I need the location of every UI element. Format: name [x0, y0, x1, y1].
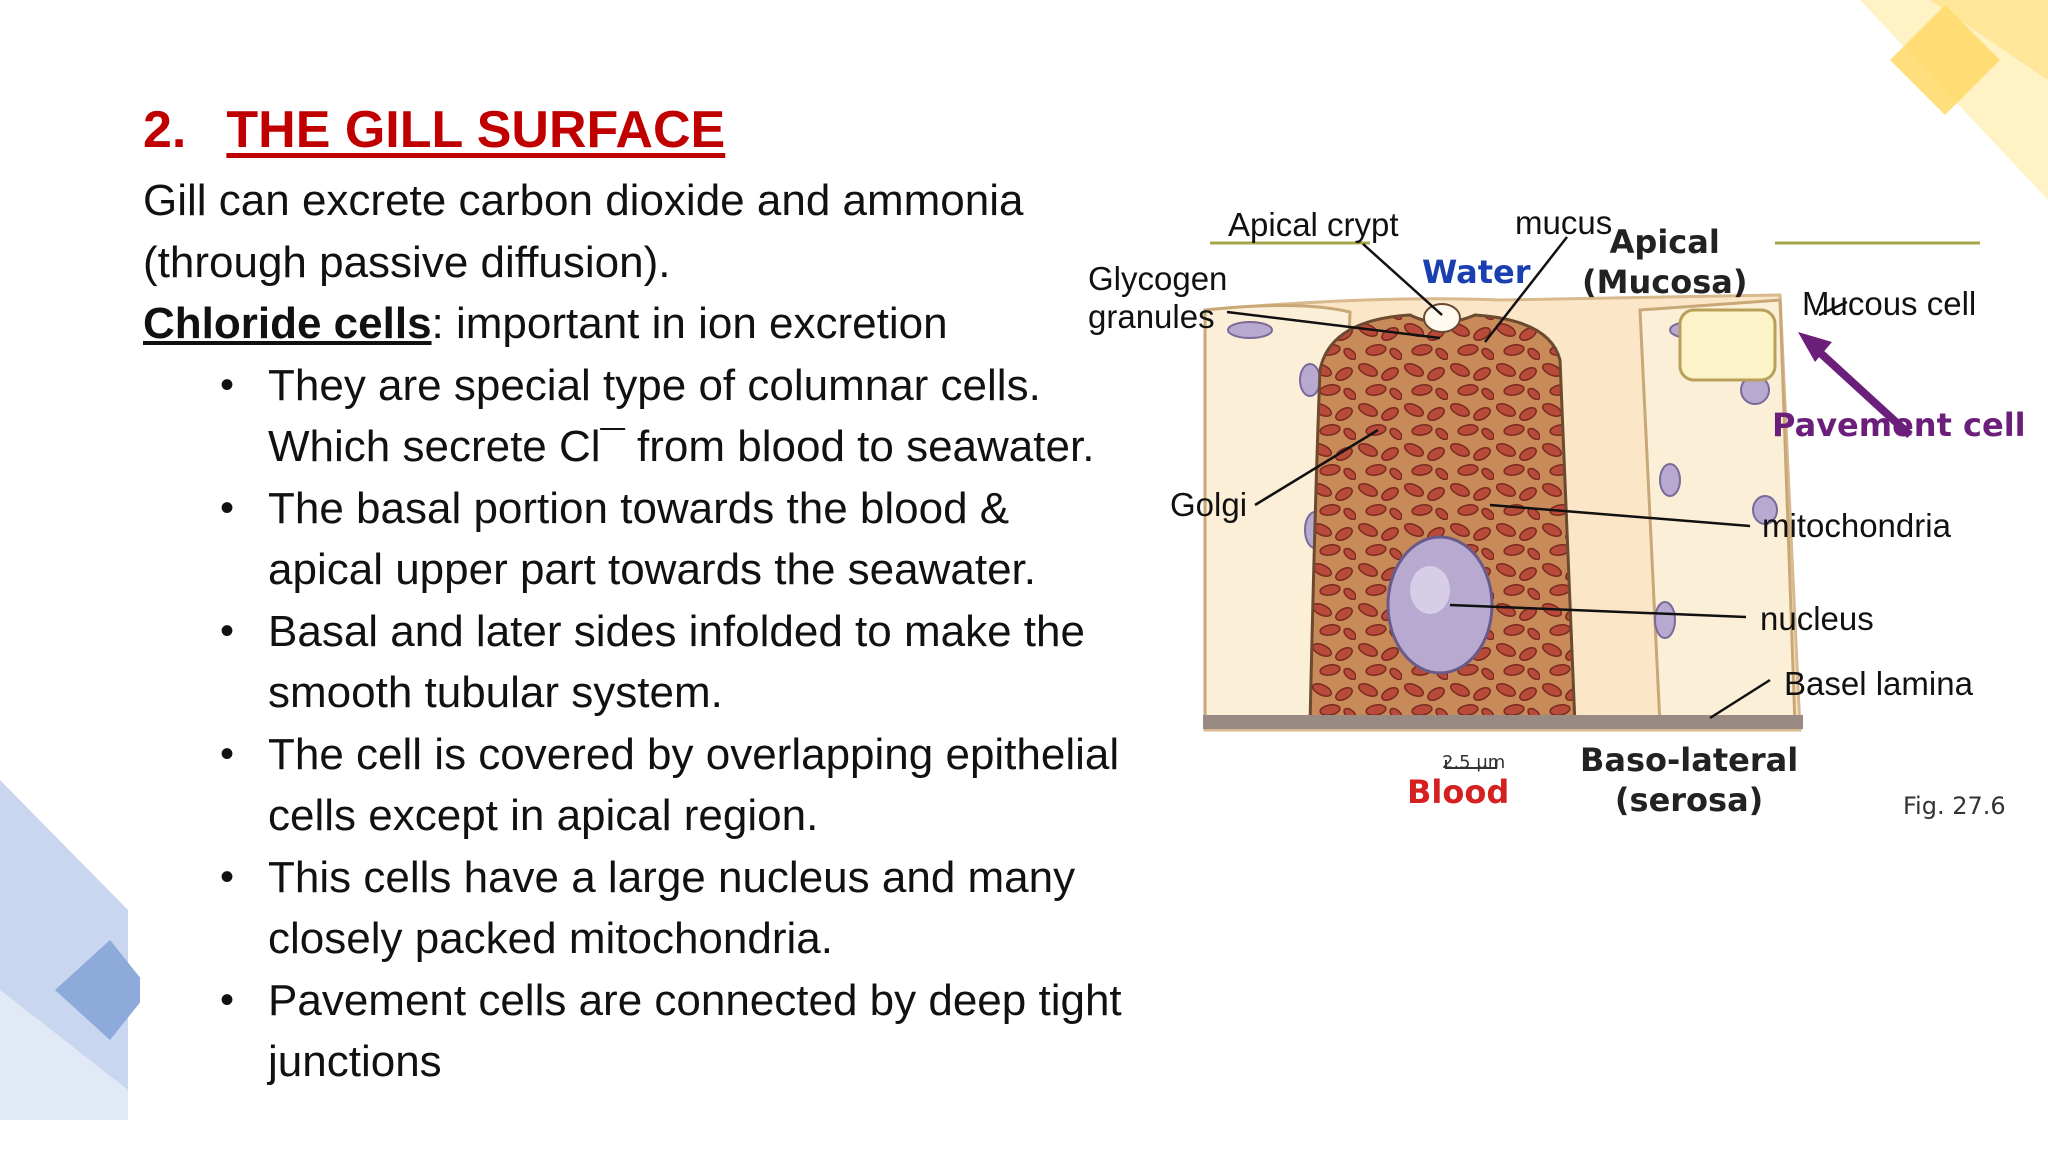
- chloride-cell-illustration: [1203, 236, 1980, 769]
- bottom-left-decoration: [0, 780, 140, 1120]
- bullet-item: Pavement cells are connected by deep tig…: [220, 970, 1193, 1093]
- label-mitochondria: mitochondria: [1762, 507, 1951, 544]
- image-label-scale: 2.5 µm: [1442, 752, 1506, 773]
- chloride-cells-label: Chloride cells: [143, 299, 432, 348]
- label-basel-lamina: Basel lamina: [1784, 665, 1973, 702]
- label-glycogen-granules: Glycogen granules: [1088, 260, 1228, 335]
- intro-text: Gill can excrete carbon dioxide and ammo…: [143, 176, 1024, 287]
- label-apical-crypt: Apical crypt: [1228, 206, 1399, 243]
- chloride-line: Chloride cells: important in ion excreti…: [143, 293, 1193, 355]
- bullet-text: Pavement cells are connected by deep tig…: [268, 975, 1122, 1087]
- bullet-text: Basal and later sides infolded to make t…: [268, 606, 1085, 718]
- bullet-text: The basal portion towards the blood & ap…: [268, 483, 1037, 595]
- bullet-item: Basal and later sides infolded to make t…: [220, 601, 1193, 724]
- image-label-baso-lateral: Baso-lateral (serosa): [1580, 741, 1799, 819]
- bullet-item: The cell is covered by overlapping epith…: [220, 724, 1193, 847]
- bullet-list: They are special type of columnar cells.…: [143, 355, 1193, 1093]
- slide-body: Gill can excrete carbon dioxide and ammo…: [143, 170, 1193, 1093]
- image-label-fig: Fig. 27.6: [1903, 792, 2006, 820]
- image-label-pavement-cell: Pavement cell: [1772, 406, 2026, 444]
- label-mucus: mucus: [1515, 204, 1613, 241]
- bullet-text: The cell is covered by overlapping epith…: [268, 729, 1120, 841]
- heading-text: THE GILL SURFACE: [226, 101, 726, 159]
- bullet-item: The basal portion towards the blood & ap…: [220, 478, 1193, 601]
- image-label-water: Water: [1422, 253, 1531, 291]
- chloride-cell-figure: Apical crypt mucus Glycogen granules Muc…: [1080, 200, 2048, 840]
- label-nucleus: nucleus: [1760, 600, 1874, 637]
- heading-number: 2.: [143, 101, 187, 159]
- image-label-apical: Apical (Mucosa): [1582, 223, 1748, 301]
- bullet-item: This cells have a large nucleus and many…: [220, 847, 1193, 970]
- label-mucous-cell: Mucous cell: [1802, 285, 1977, 322]
- top-right-decoration: [1860, 0, 2048, 200]
- image-label-blood: Blood: [1407, 773, 1510, 811]
- slide-title: 2. THE GILL SURFACE: [143, 100, 725, 160]
- bullet-text: This cells have a large nucleus and many…: [268, 852, 1076, 964]
- bullet-text: They are special type of columnar cells.…: [268, 360, 1095, 472]
- bullet-item: They are special type of columnar cells.…: [220, 355, 1193, 478]
- chloride-cells-desc: : important in ion excretion: [431, 299, 948, 348]
- label-golgi: Golgi: [1170, 486, 1248, 523]
